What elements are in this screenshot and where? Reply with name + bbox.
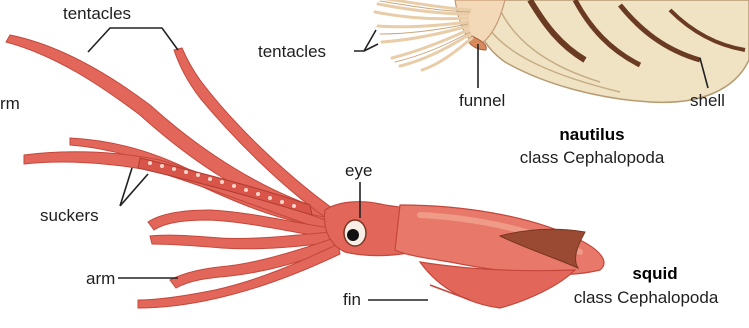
nautilus-name: nautilus <box>559 125 624 144</box>
squid-arm <box>150 232 332 249</box>
label-arm-cut: rm <box>0 94 20 113</box>
label-funnel: funnel <box>459 91 505 110</box>
leader-nautilus-tentacles <box>354 30 378 51</box>
label-suckers: suckers <box>40 206 99 225</box>
leader-squid-tentacles <box>88 28 178 52</box>
squid-name: squid <box>632 264 677 283</box>
label-squid-tentacles: tentacles <box>63 4 131 23</box>
squid-pupil <box>347 229 359 241</box>
squid-illustration <box>6 35 604 308</box>
nautilus-class: class Cephalopoda <box>520 148 665 167</box>
label-arm: arm <box>86 269 115 288</box>
label-fin: fin <box>343 290 361 309</box>
squid-class: class Cephalopoda <box>574 288 719 307</box>
nautilus-illustration <box>375 0 749 102</box>
label-shell: shell <box>690 91 725 110</box>
label-eye: eye <box>345 161 372 180</box>
leader-suckers <box>120 168 148 206</box>
label-nautilus-tentacles: tentacles <box>258 42 326 61</box>
